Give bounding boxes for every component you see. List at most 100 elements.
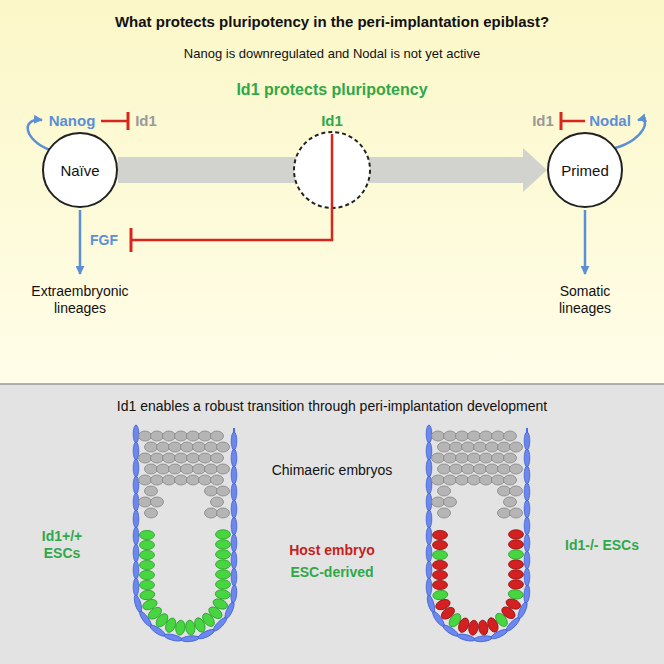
extraembryonic-cell <box>444 475 457 485</box>
extraembryonic-cell <box>438 508 451 518</box>
extraembryonic-cell <box>504 475 517 485</box>
extraembryonic-cell <box>450 442 463 452</box>
epiblast-cell <box>140 560 155 569</box>
lineage-label: Somatic lineages <box>535 283 635 317</box>
bottom-panel <box>0 384 664 664</box>
section-heading: Id1 enables a robust transition through … <box>22 398 642 415</box>
endoderm-cell <box>524 432 530 450</box>
epiblast-cell <box>433 580 448 589</box>
extraembryonic-cell <box>474 464 487 474</box>
endoderm-cell <box>426 578 432 596</box>
extraembryonic-cell <box>139 453 152 463</box>
endoderm-cell <box>231 500 237 518</box>
endoderm-cell <box>426 544 432 562</box>
gene-label: Id1 <box>129 112 163 130</box>
endoderm-cell <box>133 442 139 460</box>
extraembryonic-cell <box>492 453 505 463</box>
endoderm-cell <box>181 635 199 642</box>
gene-label: Nanog <box>42 112 102 130</box>
endoderm-cell <box>524 517 530 535</box>
epiblast-cell <box>185 620 196 636</box>
extraembryonic-cell <box>151 453 164 463</box>
endoderm-cell <box>133 527 139 545</box>
epiblast-cell <box>478 620 489 636</box>
heading: Id1 protects pluripotency <box>152 80 512 99</box>
extraembryonic-cell <box>498 442 511 452</box>
extraembryonic-cell <box>193 442 206 452</box>
endoderm-cell <box>524 466 530 484</box>
epiblast-cell <box>509 570 524 579</box>
epiblast-cell <box>216 550 231 559</box>
extraembryonic-cell <box>480 431 493 441</box>
extraembryonic-cell <box>163 453 176 463</box>
endoderm-cell <box>133 578 139 596</box>
extraembryonic-cell <box>504 453 517 463</box>
epiblast-cell <box>140 540 155 549</box>
extraembryonic-cell <box>157 442 170 452</box>
epiblast-cell <box>509 550 524 559</box>
epiblast-cell <box>468 620 479 636</box>
state-label: Primed <box>561 162 609 179</box>
extraembryonic-cell <box>510 508 523 518</box>
extraembryonic-cell <box>187 431 200 441</box>
inhibition-line <box>132 134 332 240</box>
extraembryonic-cell <box>139 475 152 485</box>
epiblast-cell <box>216 530 231 539</box>
extraembryonic-cell <box>456 475 469 485</box>
endoderm-cell <box>231 483 237 501</box>
endoderm-cell <box>426 459 432 477</box>
extraembryonic-cell <box>486 442 499 452</box>
signal-label: FGF <box>84 232 124 249</box>
epiblast-cell <box>140 570 155 579</box>
extraembryonic-cell <box>468 475 481 485</box>
epiblast-cell <box>433 530 448 539</box>
extraembryonic-cell <box>187 475 200 485</box>
gene-label: Nodal <box>585 112 635 130</box>
extraembryonic-cell <box>444 497 457 507</box>
extraembryonic-cell <box>492 475 505 485</box>
extraembryonic-cell <box>492 431 505 441</box>
extraembryonic-cell <box>145 464 158 474</box>
epiblast-cell <box>433 570 448 579</box>
gene-label: Id1 <box>526 112 560 130</box>
epiblast-cell <box>216 540 231 549</box>
extraembryonic-cell <box>438 486 451 496</box>
self-activation-arrow <box>28 120 50 150</box>
epiblast-cell <box>216 570 231 579</box>
endoderm-cell <box>524 534 530 552</box>
endoderm-cell <box>133 459 139 477</box>
endoderm-cell <box>133 510 139 528</box>
extraembryonic-cell <box>444 431 457 441</box>
extraembryonic-cell <box>151 475 164 485</box>
extraembryonic-cell <box>199 475 212 485</box>
extraembryonic-cell <box>462 464 475 474</box>
extraembryonic-cell <box>438 442 451 452</box>
extraembryonic-cell <box>498 508 511 518</box>
epiblast-cell <box>432 589 448 600</box>
extraembryonic-cell <box>468 453 481 463</box>
endoderm-cell <box>426 561 432 579</box>
epiblast-cell <box>505 597 522 611</box>
epiblast-cell <box>216 580 231 589</box>
embryo-wildtype-chimaera <box>133 425 238 642</box>
differentiation-arrow <box>584 210 587 274</box>
endoderm-cell <box>230 585 237 603</box>
endoderm-cell <box>524 568 530 586</box>
epiblast-cell <box>508 589 524 600</box>
epiblast-cell <box>140 550 155 559</box>
inhibition-bar <box>130 228 133 252</box>
state-circle: Naïve <box>42 132 118 208</box>
endoderm-cell <box>133 425 139 443</box>
endoderm-cell <box>426 476 432 494</box>
inhibition-bar <box>560 112 563 130</box>
differentiation-arrow <box>79 210 82 274</box>
extraembryonic-cell <box>456 431 469 441</box>
epiblast-cell <box>433 540 448 549</box>
extraembryonic-cell <box>175 431 188 441</box>
state-circle: Primed <box>547 132 623 208</box>
extraembryonic-cell <box>205 464 218 474</box>
extraembryonic-cell <box>181 464 194 474</box>
genotype-label: Id1+/+ ESCs <box>24 528 100 562</box>
extraembryonic-cell <box>474 442 487 452</box>
